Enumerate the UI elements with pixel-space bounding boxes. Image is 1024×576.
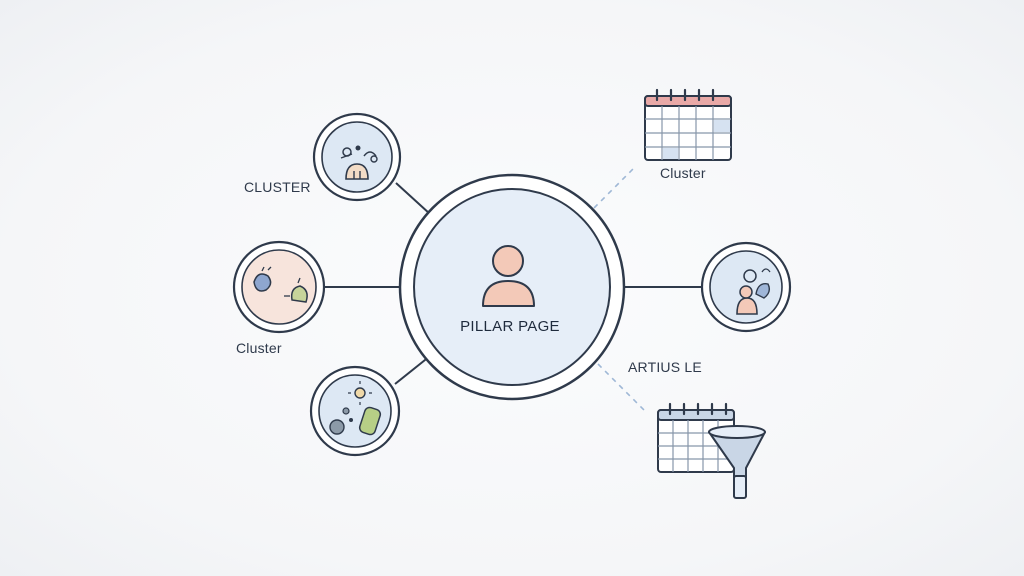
- cluster-node-top-left: [312, 112, 402, 202]
- connector-top-left: [395, 182, 431, 215]
- cluster-label-top-right: Cluster: [660, 165, 706, 181]
- calendar-funnel-icon: [657, 402, 766, 499]
- dashed-connectors: [593, 165, 645, 411]
- dashed-connector-top-right: [593, 165, 637, 209]
- people-group-icon: [340, 145, 378, 180]
- person-ideas-icon: [253, 266, 308, 303]
- cluster-label-mid-left: Cluster: [236, 340, 282, 356]
- person-icon: [482, 245, 535, 307]
- dashed-connector-bottom-right: [597, 363, 645, 411]
- people-icon: [736, 268, 771, 315]
- cluster-label-top-left: CLUSTER: [244, 179, 311, 195]
- pillar-node: [398, 173, 626, 401]
- items-sun-icon: [329, 381, 382, 436]
- cluster-node-right: [700, 241, 792, 333]
- connectors: [324, 182, 704, 385]
- cluster-node-bottom-left: [309, 365, 401, 457]
- calendar-icon: [644, 88, 732, 161]
- pillar-page-label: PILLAR PAGE: [460, 318, 560, 335]
- right-text-label: ARTIUS LE: [628, 359, 702, 375]
- connector-bottom-left: [394, 355, 431, 385]
- cluster-node-mid-left: [232, 240, 326, 334]
